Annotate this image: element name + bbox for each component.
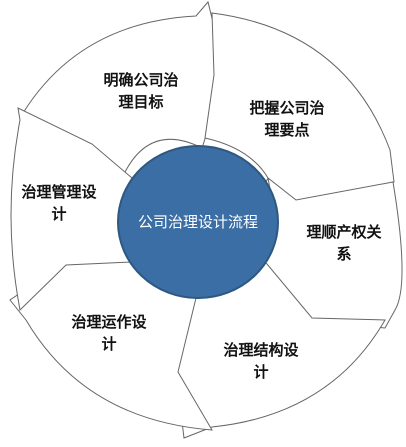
step-3-line-2: 系 (336, 245, 352, 263)
step-6-line-1: 治理管理设 (21, 183, 97, 201)
step-5-line-2: 计 (101, 335, 117, 353)
step-2-line-2: 理要点 (264, 121, 310, 139)
step-5-line-1: 治理运作设 (71, 313, 147, 331)
step-3-line-1: 理顺产权关 (306, 223, 382, 241)
step-5-label: 治理运作设 计 (54, 311, 164, 355)
cycle-segment-2 (204, 12, 395, 205)
step-4-label: 治理结构设 计 (206, 339, 316, 383)
step-1-line-1: 明确公司治 (103, 71, 179, 89)
cycle-segment-1 (22, 0, 227, 175)
step-6-label: 治理管理设 计 (4, 181, 114, 225)
step-3-label: 理顺产权关 系 (294, 221, 394, 265)
center-label: 公司治理设计流程 (137, 213, 258, 231)
step-4-line-1: 治理结构设 (223, 341, 299, 359)
step-1-line-2: 理目标 (118, 93, 164, 111)
step-6-line-2: 计 (51, 205, 67, 223)
step-1-label: 明确公司治 理目标 (86, 69, 196, 113)
step-4-line-2: 计 (253, 363, 269, 381)
center-node (117, 145, 279, 299)
step-2-label: 把握公司治 理要点 (232, 97, 342, 141)
step-2-line-1: 把握公司治 (249, 99, 325, 117)
